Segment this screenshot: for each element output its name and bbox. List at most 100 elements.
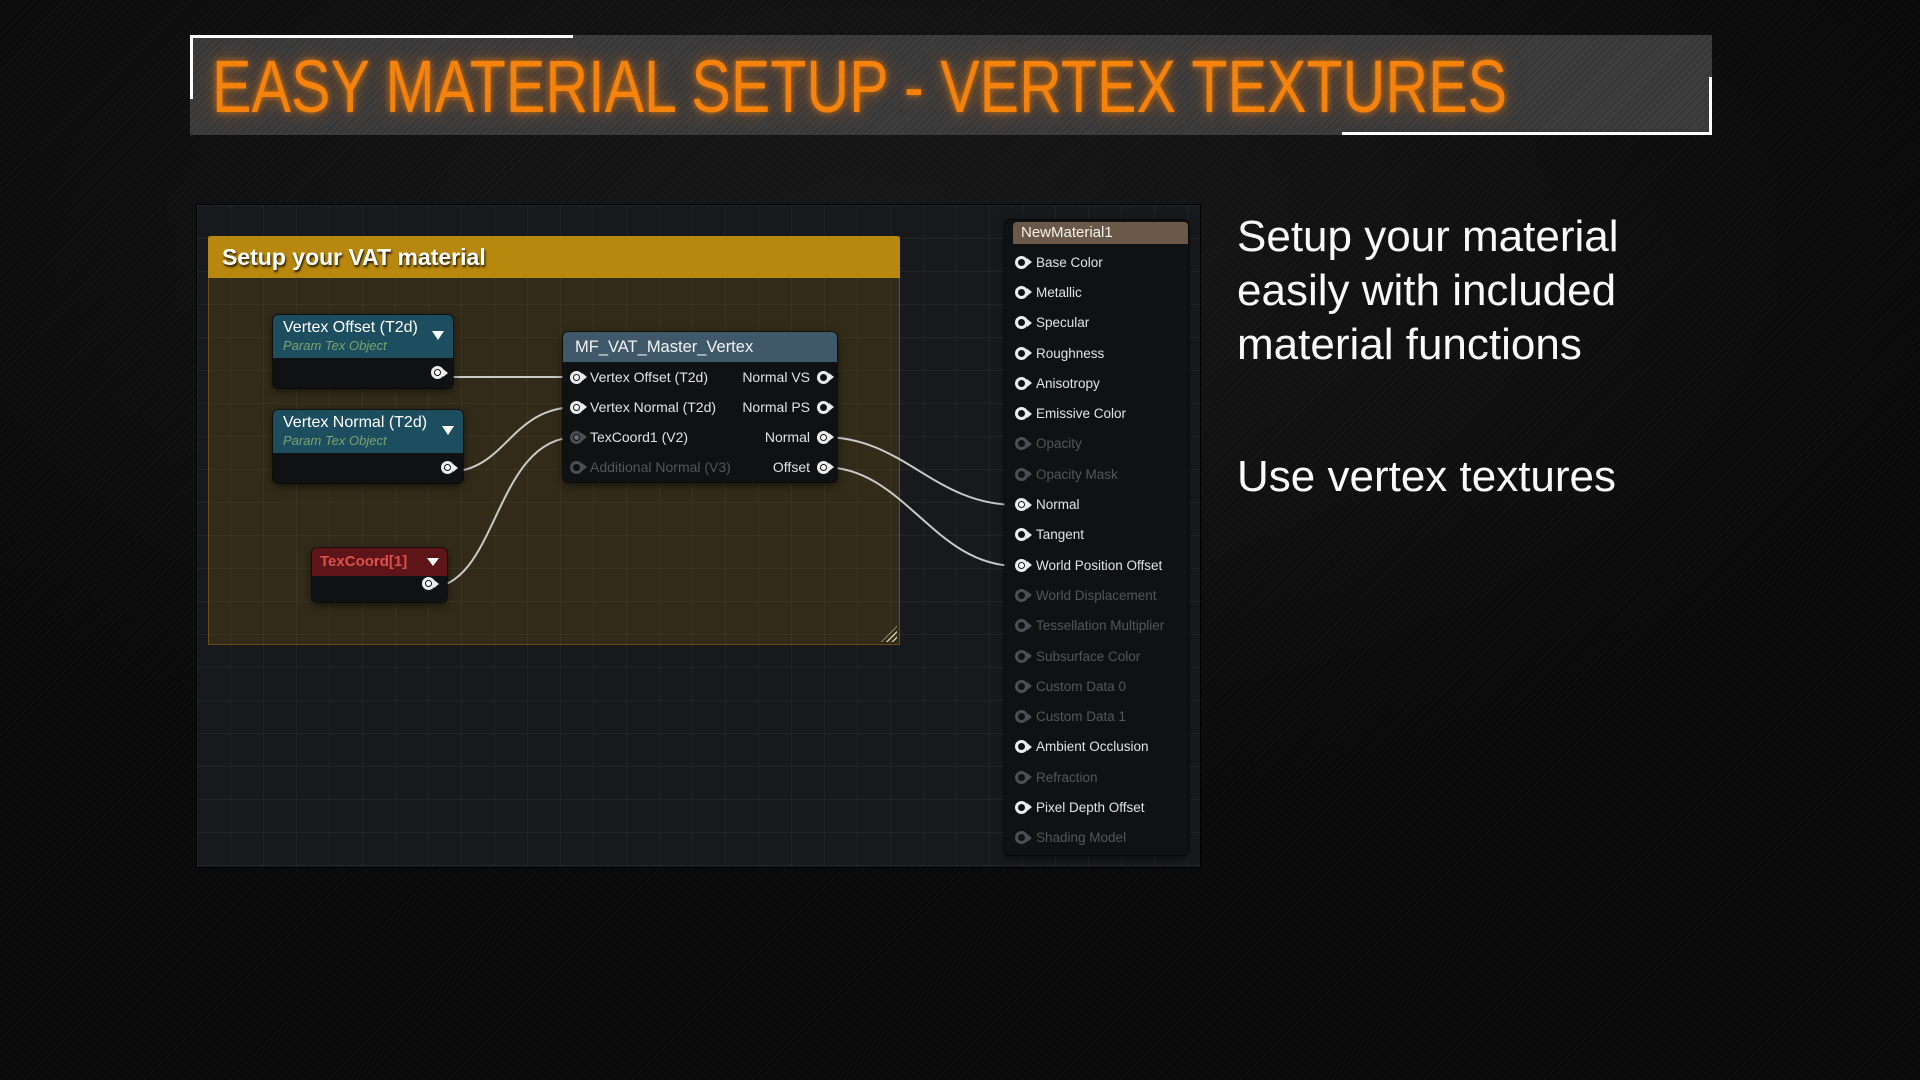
pin-label: Normal VS xyxy=(742,369,810,385)
material-pin-row[interactable]: Opacity Mask xyxy=(1005,459,1188,489)
node-texcoord[interactable]: TexCoord[1] xyxy=(312,548,447,602)
material-graph-panel[interactable]: Setup your VAT material Vertex Offset (T… xyxy=(197,205,1200,867)
pin-icon[interactable] xyxy=(570,460,583,474)
pin-icon[interactable] xyxy=(1015,800,1028,814)
pin-icon[interactable] xyxy=(817,430,830,444)
output-pin-row[interactable]: Normal xyxy=(765,429,830,445)
node-vertex-offset-header[interactable]: Vertex Offset (T2d) Param Tex Object xyxy=(273,315,453,358)
pin-icon[interactable] xyxy=(1015,558,1028,572)
pin-label: Opacity xyxy=(1036,436,1082,452)
chevron-down-icon[interactable] xyxy=(427,558,439,566)
pin-icon[interactable] xyxy=(1015,588,1028,602)
pin-label: Normal PS xyxy=(742,399,810,415)
pin-label: Anisotropy xyxy=(1036,375,1100,391)
material-pin-row[interactable]: Normal xyxy=(1005,489,1188,519)
node-vertex-normal-header[interactable]: Vertex Normal (T2d) Param Tex Object xyxy=(273,410,463,453)
material-pin-row[interactable]: Tangent xyxy=(1005,520,1188,550)
pin-icon[interactable] xyxy=(1015,255,1028,269)
pin-label: Pixel Depth Offset xyxy=(1036,799,1145,815)
material-pin-row[interactable]: Metallic xyxy=(1005,277,1188,307)
pin-label: Metallic xyxy=(1036,284,1082,300)
pin-icon[interactable] xyxy=(1015,770,1028,784)
material-pin-row[interactable]: Emissive Color xyxy=(1005,398,1188,428)
material-pin-row[interactable]: Pixel Depth Offset xyxy=(1005,792,1188,822)
node-title: NewMaterial1 xyxy=(1021,224,1113,241)
pin-label: Base Color xyxy=(1036,254,1103,270)
pin-icon[interactable] xyxy=(817,370,830,384)
pin-icon[interactable] xyxy=(1015,649,1028,663)
output-pin-row[interactable]: Normal PS xyxy=(742,399,830,415)
node-master-function[interactable]: MF_VAT_Master_Vertex Vertex Offset (T2d)… xyxy=(563,332,837,482)
node-subtitle: Param Tex Object xyxy=(283,338,387,353)
pin-icon[interactable] xyxy=(817,460,830,474)
material-pin-row[interactable]: Refraction xyxy=(1005,762,1188,792)
material-pin-row[interactable]: Specular xyxy=(1005,308,1188,338)
output-pin-row[interactable]: Offset xyxy=(773,459,830,475)
material-pin-row[interactable]: World Displacement xyxy=(1005,580,1188,610)
material-pin-row[interactable]: Tessellation Multiplier xyxy=(1005,611,1188,641)
material-pin-row[interactable]: Roughness xyxy=(1005,338,1188,368)
pin-icon[interactable] xyxy=(570,400,583,414)
pin-icon[interactable] xyxy=(431,366,444,379)
material-pin-row[interactable]: Ambient Occlusion xyxy=(1005,732,1188,762)
pin-label: Opacity Mask xyxy=(1036,466,1118,482)
pin-icon[interactable] xyxy=(1015,285,1028,299)
node-vertex-normal[interactable]: Vertex Normal (T2d) Param Tex Object xyxy=(273,410,463,483)
intro-text: Setup your material easily with included… xyxy=(1237,210,1677,372)
material-pin-row[interactable]: Custom Data 1 xyxy=(1005,701,1188,731)
pin-icon[interactable] xyxy=(1015,376,1028,390)
slide-title: EASY MATERIAL SETUP - VERTEX TEXTURES xyxy=(212,45,1508,128)
input-pin-row[interactable]: TexCoord1 (V2) xyxy=(570,429,688,445)
pin-label: Normal xyxy=(764,429,810,445)
node-master-function-header[interactable]: MF_VAT_Master_Vertex xyxy=(563,332,837,362)
material-pin-row[interactable]: Custom Data 0 xyxy=(1005,671,1188,701)
node-material-result-header[interactable]: NewMaterial1 xyxy=(1013,222,1188,244)
pin-icon[interactable] xyxy=(1015,407,1028,421)
material-pin-row[interactable]: Opacity xyxy=(1005,429,1188,459)
chevron-down-icon[interactable] xyxy=(432,331,444,340)
output-pin-row[interactable]: Normal VS xyxy=(742,369,830,385)
comment-header[interactable]: Setup your VAT material xyxy=(208,236,900,278)
pin-icon[interactable] xyxy=(1015,679,1028,693)
material-pin-row[interactable]: Shading Model xyxy=(1005,823,1188,853)
pin-icon[interactable] xyxy=(441,461,454,474)
output-pin[interactable] xyxy=(431,366,444,384)
chevron-down-icon[interactable] xyxy=(442,426,454,435)
output-pin[interactable] xyxy=(422,577,435,595)
pin-icon[interactable] xyxy=(1015,437,1028,451)
secondary-text: Use vertex textures xyxy=(1237,452,1617,501)
node-texcoord-header[interactable]: TexCoord[1] xyxy=(312,548,447,576)
output-pin[interactable] xyxy=(441,461,454,479)
pin-icon[interactable] xyxy=(1015,346,1028,360)
input-pin-row[interactable]: Vertex Normal (T2d) xyxy=(570,399,716,415)
pin-icon[interactable] xyxy=(1015,467,1028,481)
pin-icon[interactable] xyxy=(1015,619,1028,633)
comment-resize-handle[interactable] xyxy=(881,626,897,642)
pin-icon[interactable] xyxy=(817,400,830,414)
pin-label: Specular xyxy=(1036,315,1090,331)
pin-icon[interactable] xyxy=(1015,316,1028,330)
material-pin-row[interactable]: World Position Offset xyxy=(1005,550,1188,580)
input-pin-row[interactable]: Vertex Offset (T2d) xyxy=(570,369,708,385)
material-pin-row[interactable]: Base Color xyxy=(1005,247,1188,277)
pin-label: Subsurface Color xyxy=(1036,648,1141,664)
input-pin-row[interactable]: Additional Normal (V3) xyxy=(570,459,731,475)
pin-icon[interactable] xyxy=(1015,710,1028,724)
material-pin-row[interactable]: Subsurface Color xyxy=(1005,641,1188,671)
node-material-result[interactable]: NewMaterial1 Base Color Metallic Specula… xyxy=(1005,220,1188,855)
material-pin-row[interactable]: Anisotropy xyxy=(1005,368,1188,398)
pin-icon[interactable] xyxy=(1015,740,1028,754)
pin-icon[interactable] xyxy=(570,370,583,384)
pin-icon[interactable] xyxy=(1015,528,1028,542)
pin-icon[interactable] xyxy=(1015,831,1028,845)
pin-icon[interactable] xyxy=(1015,498,1028,512)
pin-label: Emissive Color xyxy=(1036,406,1127,422)
pin-icon[interactable] xyxy=(570,430,583,444)
pin-icon[interactable] xyxy=(422,577,435,590)
node-title: Vertex Normal (T2d) xyxy=(283,414,428,431)
node-vertex-offset[interactable]: Vertex Offset (T2d) Param Tex Object xyxy=(273,315,453,388)
pin-label: TexCoord1 (V2) xyxy=(590,429,689,445)
pin-label: Vertex Offset (T2d) xyxy=(590,369,709,385)
comment-title: Setup your VAT material xyxy=(222,244,486,270)
